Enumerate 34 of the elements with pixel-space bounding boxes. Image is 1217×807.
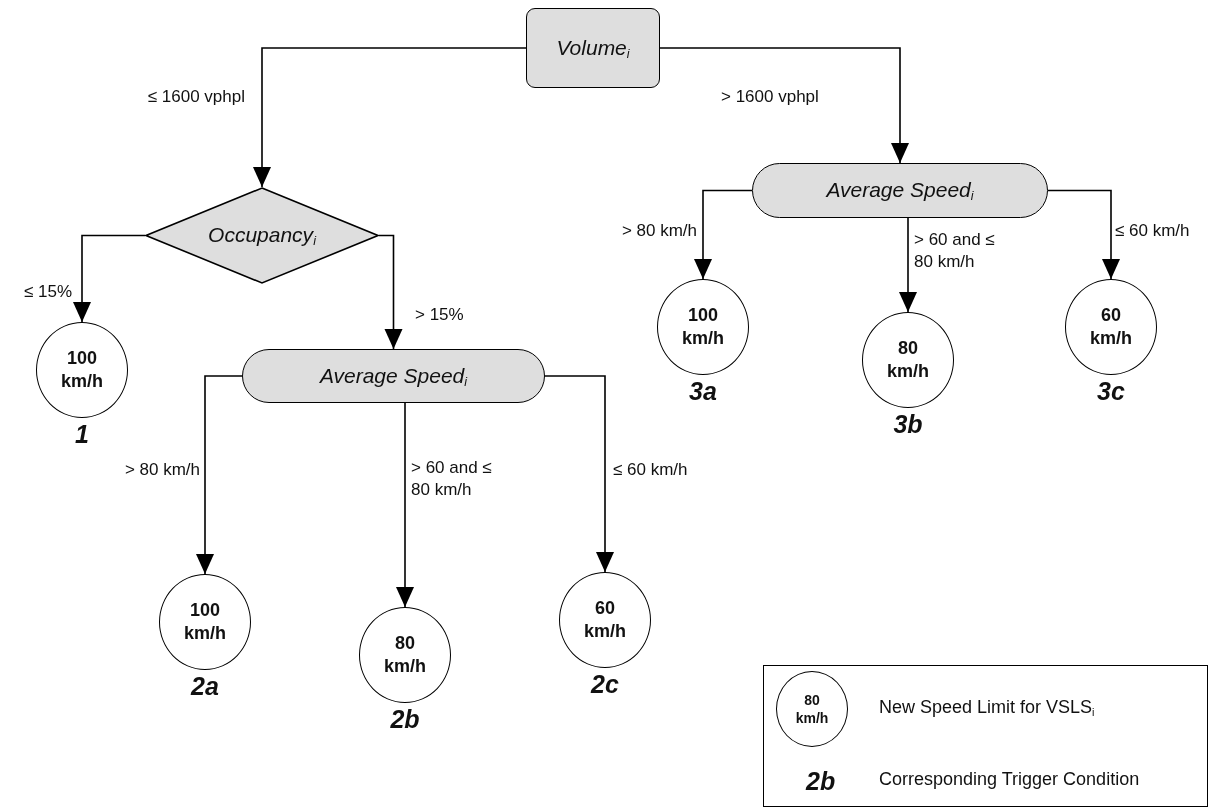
legend-text: Corresponding Trigger Condition: [879, 769, 1140, 790]
condition-tag: 2c: [591, 670, 619, 699]
arrow: [544, 375, 614, 573]
arrow: [196, 375, 243, 575]
node-label: Occupancy$_{i}$: [207, 222, 318, 250]
condition-tag: 3c: [1097, 377, 1125, 406]
condition-tag: 2a: [191, 672, 219, 701]
arrow: [899, 217, 917, 313]
legend-text: New Speed Limit for VSLS$_{i}$: [879, 697, 1095, 718]
arrow: [73, 234, 146, 323]
arrow: [378, 234, 403, 350]
condition-tag: 2b: [806, 767, 836, 796]
node-label: Average Speed$_{i}$: [318, 362, 469, 391]
condition-tag: 3a: [689, 377, 717, 406]
node-label: 80 km/h: [886, 336, 930, 383]
arrow: [659, 47, 909, 164]
arrow: [396, 402, 414, 608]
node-label: Volume$_{i}$: [555, 34, 631, 63]
node-label: 100 km/h: [60, 346, 104, 393]
node-label: 100 km/h: [681, 303, 725, 350]
condition-tag: 2b: [390, 705, 420, 734]
node-label: 60 km/h: [583, 596, 627, 643]
legend-box: [763, 665, 1208, 807]
node-label: 80 km/h: [383, 631, 427, 678]
arrow: [694, 189, 753, 280]
node-label: Average Speed$_{i}$: [824, 177, 975, 205]
node-label: 60 km/h: [1089, 303, 1133, 350]
node-label: 100 km/h: [183, 598, 227, 645]
arrow: [1047, 189, 1120, 280]
condition-tag: 3b: [893, 410, 923, 439]
node-label: 80 km/h: [794, 690, 830, 728]
process-box: [526, 8, 660, 88]
condition-tag: 1: [75, 420, 89, 449]
arrow: [253, 47, 527, 188]
